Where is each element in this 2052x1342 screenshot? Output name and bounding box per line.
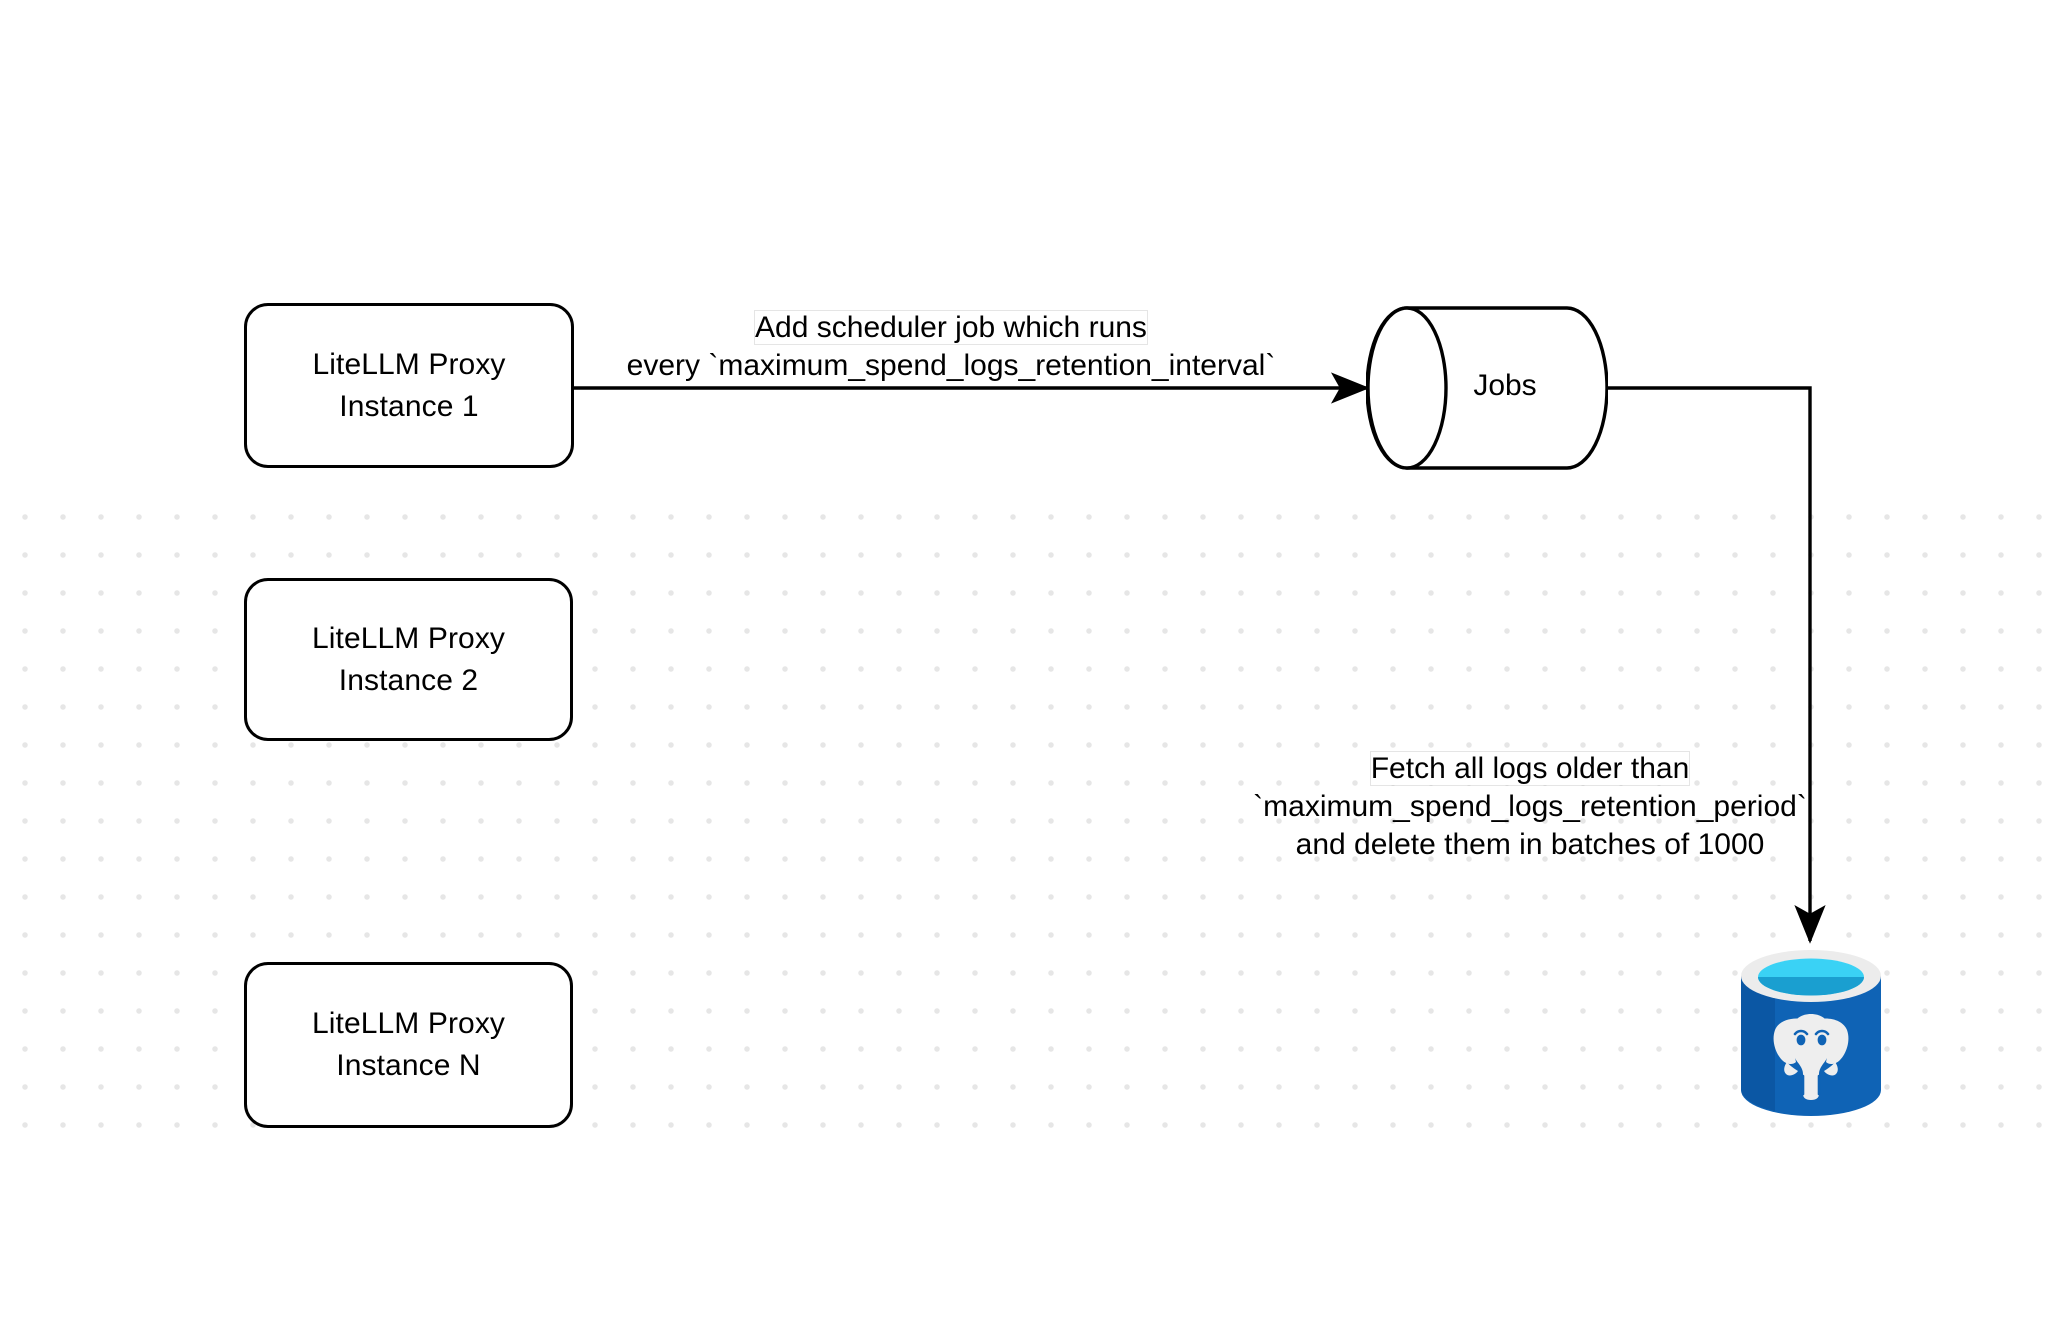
connector-jobs-to-database <box>1606 386 1826 944</box>
node-label-line2: Instance N <box>336 1049 481 1082</box>
db-top-shadow <box>1758 977 1864 996</box>
edge-label-line-1: Add scheduler job which runs <box>755 311 1147 344</box>
edge-label-line-2: every `maximum_spend_logs_retention_inte… <box>626 349 1276 382</box>
node-label-line2: Instance 1 <box>339 389 479 423</box>
postgresql-database-icon[interactable] <box>1735 948 1887 1120</box>
edge-label-scheduler: Add scheduler job which runs every `maxi… <box>601 309 1301 385</box>
jobs-cylinder-cap <box>1366 306 1448 470</box>
node-jobs-cylinder[interactable] <box>1366 305 1608 471</box>
node-jobs-label: Jobs <box>1473 369 1537 402</box>
node-litellm-proxy-instance-2[interactable]: LiteLLM Proxy Instance 2 <box>244 578 573 741</box>
edge-label-line-1: Fetch all logs older than <box>1370 752 1690 785</box>
node-litellm-proxy-instance-n[interactable]: LiteLLM Proxy Instance N <box>244 962 573 1128</box>
node-label-line1: LiteLLM Proxy <box>311 621 506 655</box>
postgres-elephant-outline <box>1793 1029 1830 1096</box>
node-label-line1: LiteLLM Proxy <box>311 1007 506 1040</box>
edge-label-fetch-delete: Fetch all logs older than `maximum_spend… <box>1230 750 1830 864</box>
edge-label-line-3: and delete them in batches of 1000 <box>1295 828 1765 861</box>
node-label-line2: Instance 2 <box>338 663 479 697</box>
node-label-line1: LiteLLM Proxy <box>312 347 506 381</box>
node-litellm-proxy-instance-1[interactable]: LiteLLM Proxy Instance 1 <box>244 303 574 468</box>
edge-label-line-2: `maximum_spend_logs_retention_period` <box>1253 790 1807 823</box>
db-body-shade <box>1741 976 1775 1111</box>
postgres-elephant-eyes <box>1796 1034 1827 1046</box>
